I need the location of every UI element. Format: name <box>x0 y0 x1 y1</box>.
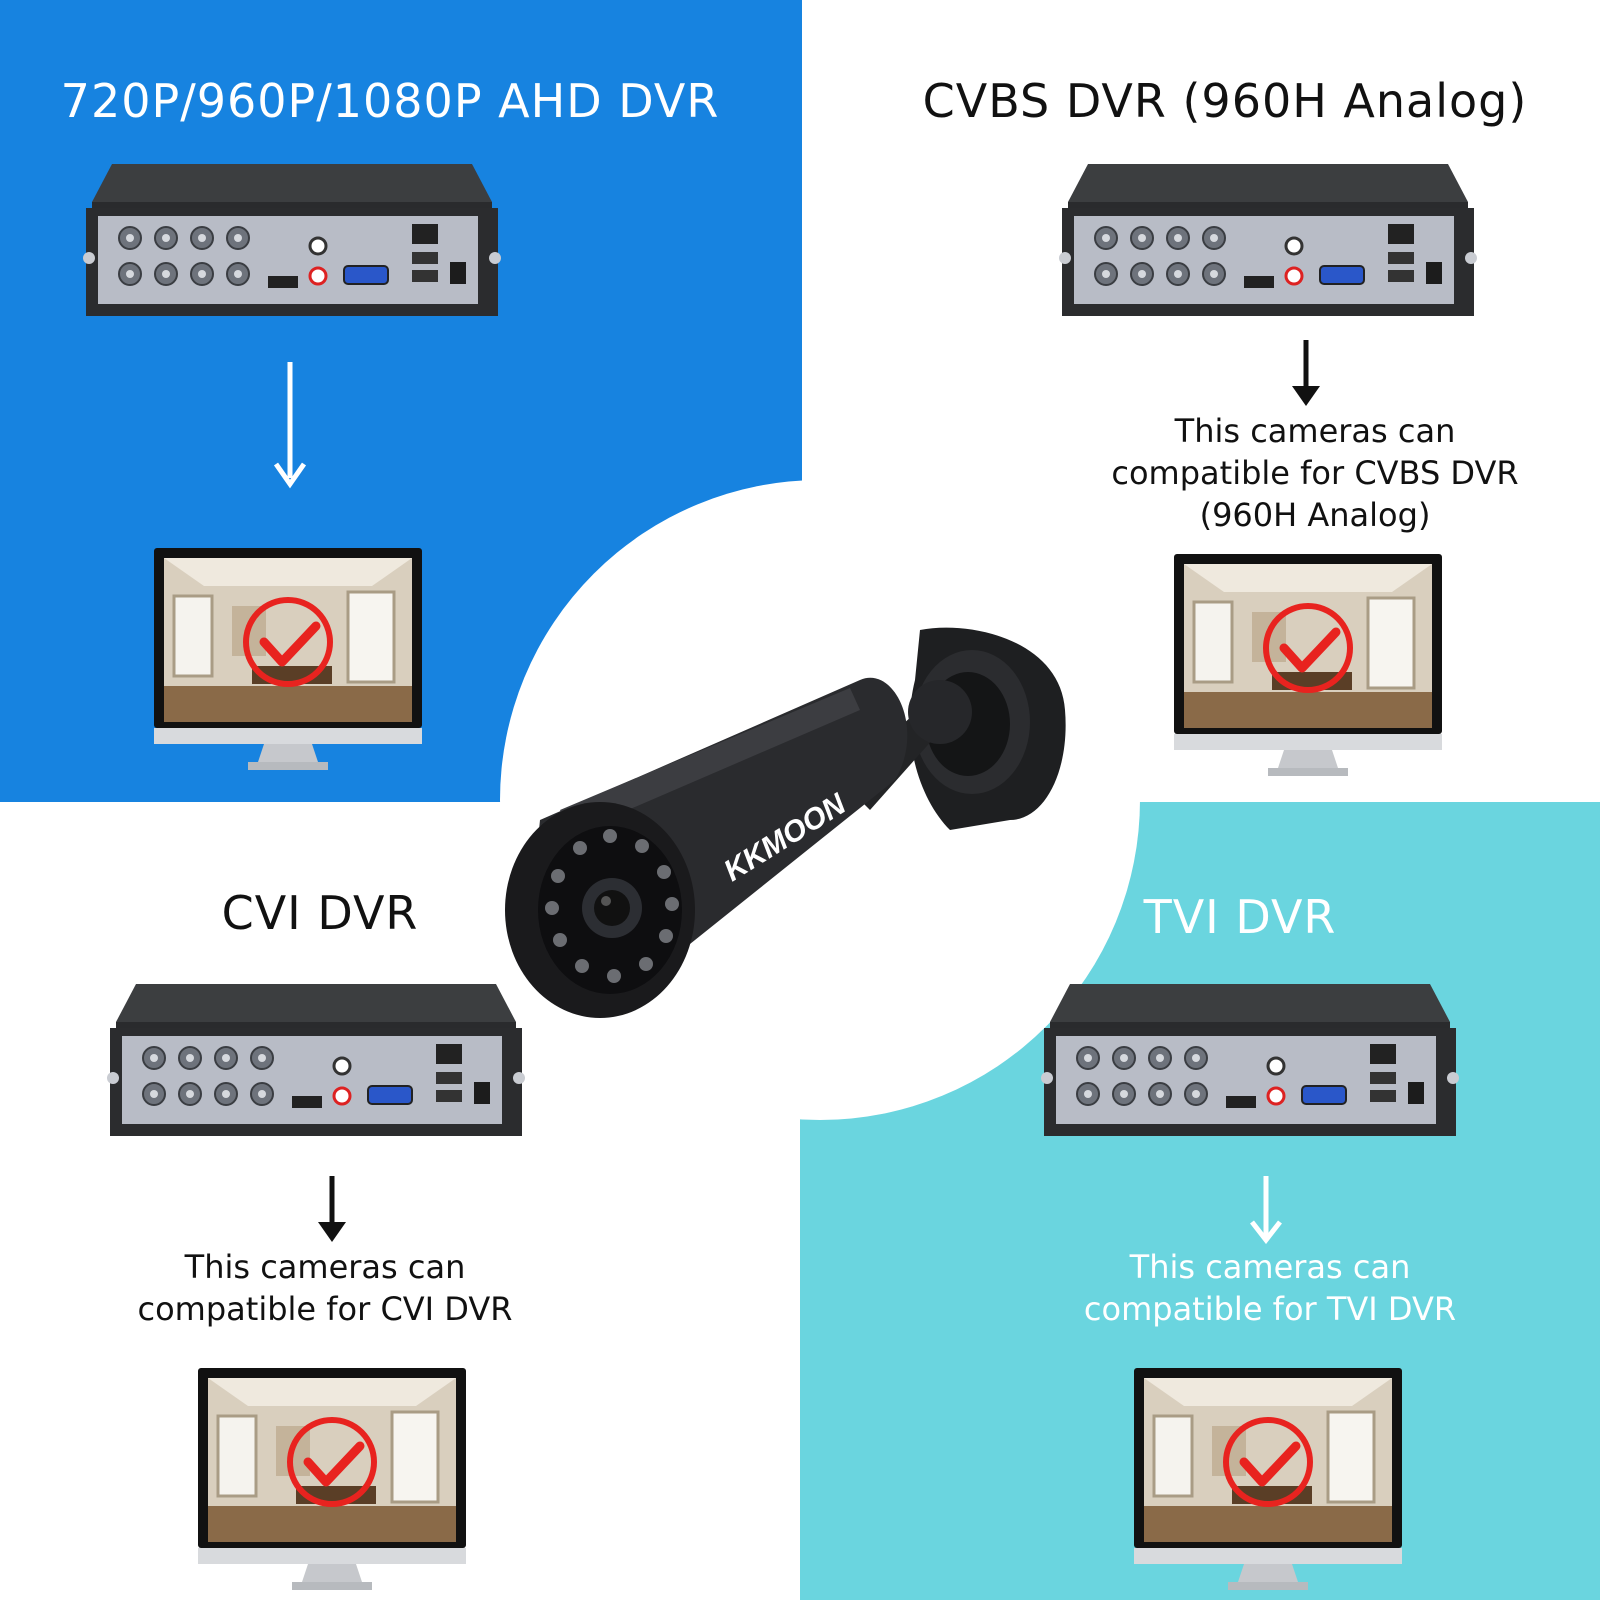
cvbs-dvr-heading: CVBS DVR (960H Analog) <box>922 74 1528 128</box>
cvbs-caption-line-3: (960H Analog) <box>1199 496 1431 534</box>
tvi-dvr-recorder-icon <box>1039 982 1461 1138</box>
cvi-caption-line-1: This cameras can <box>184 1248 466 1286</box>
cvi-down-arrow-icon <box>318 1176 346 1242</box>
bullet-camera-icon: KKMOON <box>505 627 1066 1018</box>
cvbs-down-arrow-icon <box>1292 340 1320 406</box>
tvi-caption-line-1: This cameras can <box>1129 1248 1411 1286</box>
ahd-dvr-recorder-icon <box>81 162 503 318</box>
tvi-caption-line-2: compatible for TVI DVR <box>1083 1290 1457 1328</box>
cvi-compatibility-caption: This cameras can compatible for CVI DVR <box>110 1246 540 1330</box>
tvi-down-arrow-icon <box>1250 1176 1282 1244</box>
tvi-dvr-heading: TVI DVR <box>1143 890 1337 944</box>
cvbs-dvr-recorder-icon <box>1057 162 1479 318</box>
cvi-monitor-checkmark-icon <box>196 1366 468 1596</box>
ahd-monitor-checkmark-icon <box>152 546 424 776</box>
ahd-down-arrow-icon <box>273 362 307 489</box>
cvbs-caption-line-1: This cameras can <box>1174 412 1456 450</box>
cvi-dvr-recorder-icon <box>105 982 527 1138</box>
cvbs-compatibility-caption: This cameras can compatible for CVBS DVR… <box>1070 410 1560 536</box>
cvi-caption-line-2: compatible for CVI DVR <box>137 1290 513 1328</box>
cvbs-caption-line-2: compatible for CVBS DVR <box>1111 454 1519 492</box>
cvi-dvr-heading: CVI DVR <box>221 886 419 940</box>
tvi-monitor-checkmark-icon <box>1132 1366 1404 1596</box>
tvi-compatibility-caption: This cameras can compatible for TVI DVR <box>1040 1246 1500 1330</box>
ahd-dvr-heading: 720P/960P/1080P AHD DVR <box>60 74 720 128</box>
cvbs-monitor-checkmark-icon <box>1172 552 1444 782</box>
